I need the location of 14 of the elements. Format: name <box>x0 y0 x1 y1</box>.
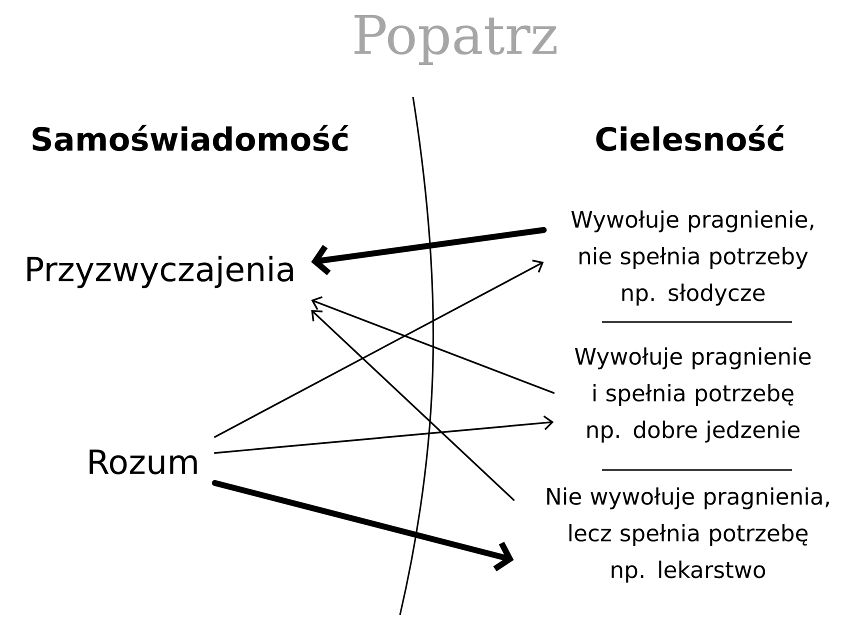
arrow <box>311 296 555 394</box>
column-heading: Samoświadomość <box>32 124 349 152</box>
description-text: Wywołuje pragnienie, nie spełnia potrzeby np. słodycze <box>571 210 814 306</box>
description-text: Nie wywołuje pragnienia, lecz spełnia potrzebę np. lekarstwo <box>547 487 829 583</box>
arrow <box>212 480 514 572</box>
arrow <box>311 227 547 276</box>
column-heading: Cielesność <box>596 124 784 152</box>
title: Popatrz <box>354 15 556 65</box>
node-label: Przyzwyczajenia <box>27 256 293 288</box>
node-label: Rozum <box>90 450 197 474</box>
arrow <box>214 415 554 454</box>
arrow <box>214 260 544 438</box>
description-text: Wywołuje pragnienie i spełnia potrzebę np. dobre jedzenie <box>574 347 811 443</box>
arrow <box>311 310 515 501</box>
